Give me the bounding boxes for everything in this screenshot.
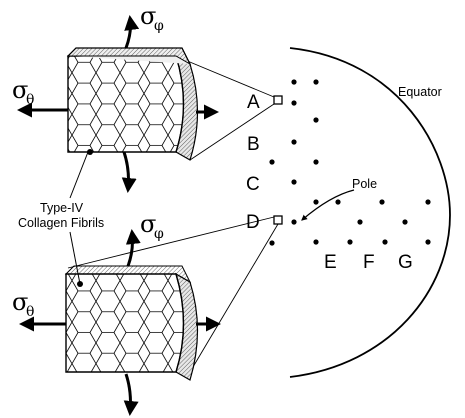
- label-g: G: [398, 252, 413, 273]
- stress-arrows-bottom: [19, 229, 221, 416]
- fibril-marker-top: [87, 149, 93, 155]
- sample-square-d: [273, 215, 283, 225]
- dot-grid: [269, 79, 431, 246]
- pole-pointer: [301, 189, 355, 221]
- sigma-phi-bottom: σ: [140, 210, 156, 238]
- label-b: B: [247, 134, 260, 155]
- label-fibrils-line2: Collagen Fibrils: [18, 216, 104, 230]
- label-a: A: [247, 92, 260, 113]
- sigma-theta-bottom-sub: θ: [26, 304, 34, 320]
- stress-arrows-top: [17, 15, 219, 193]
- sigma-phi-top-sub: φ: [154, 18, 164, 34]
- sigma-theta-top-sub: θ: [26, 92, 34, 108]
- hemisphere-outline: [289, 47, 451, 378]
- label-c: C: [246, 174, 260, 195]
- sigma-theta-top: σ: [12, 76, 28, 104]
- sigma-phi-bottom-sub: φ: [154, 226, 164, 242]
- label-pole: Pole: [352, 177, 377, 191]
- label-fibrils-line1: Type-IV: [40, 201, 84, 215]
- sigma-phi-top: σ: [140, 2, 156, 30]
- label-equator: Equator: [398, 85, 442, 99]
- sigma-theta-bottom: σ: [12, 288, 28, 316]
- label-e: E: [324, 252, 337, 273]
- zoom-lines: [67, 59, 279, 373]
- label-f: F: [363, 252, 375, 273]
- tissue-patch-top: [66, 47, 199, 161]
- fibril-marker-bottom: [77, 281, 83, 287]
- sample-square-a: [273, 95, 283, 105]
- fibril-callouts: [69, 151, 89, 285]
- tissue-patch-bottom: [64, 265, 199, 381]
- label-d: D: [246, 212, 260, 233]
